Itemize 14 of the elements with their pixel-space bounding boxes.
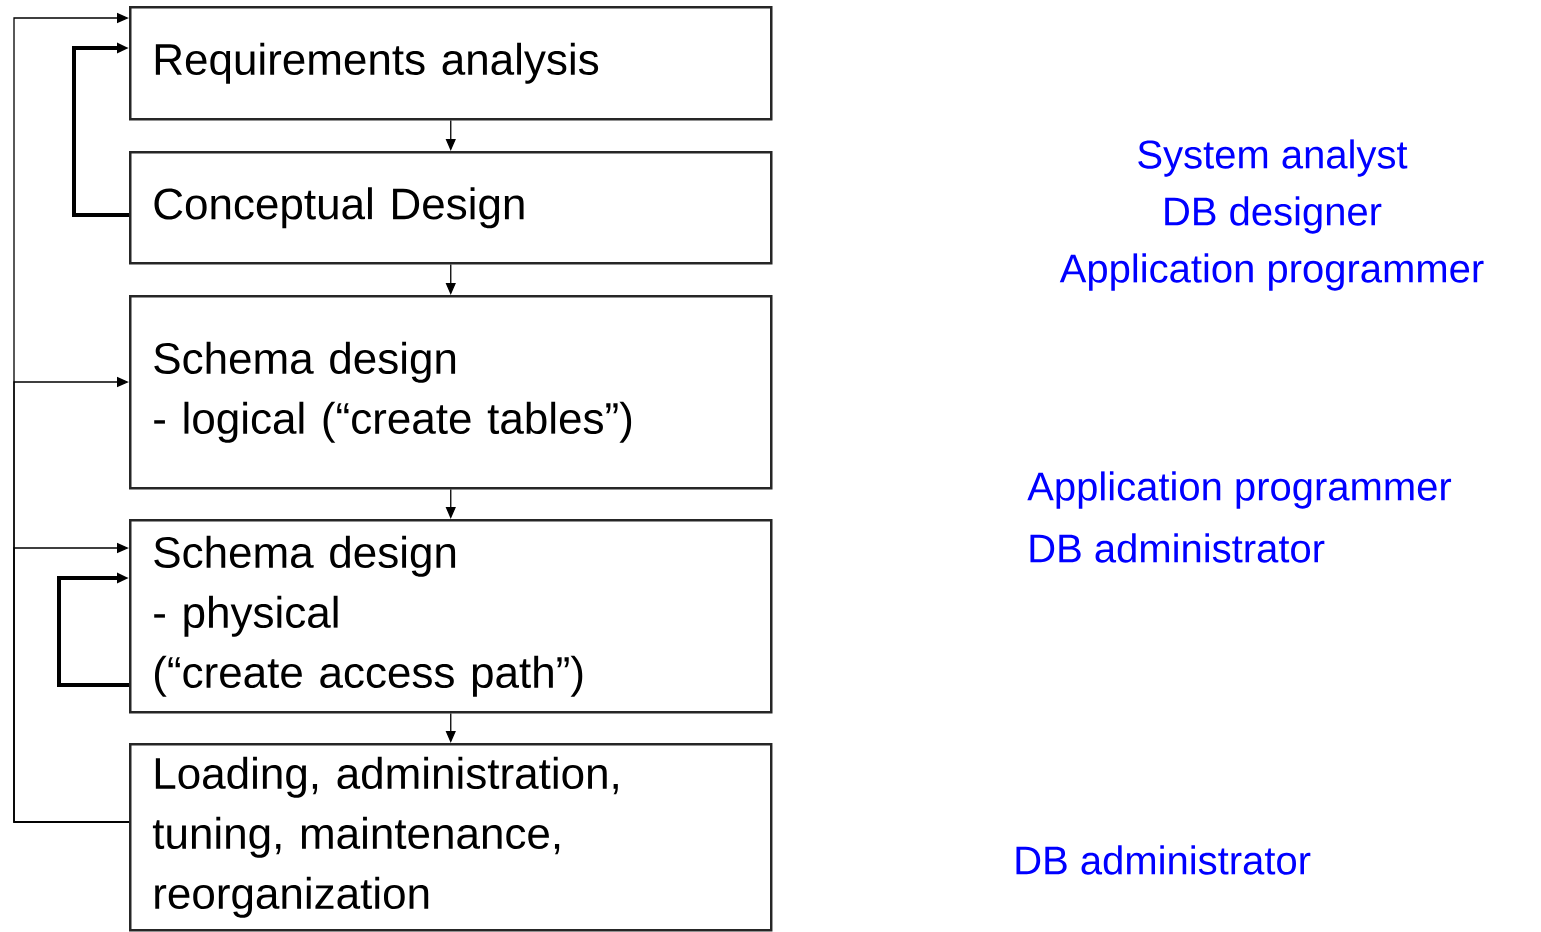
role-label: DB administrator <box>1030 533 1325 563</box>
process-box: Schema design - logical (“create tables”) <box>129 295 773 490</box>
arrow <box>13 542 130 823</box>
process-box: Conceptual Design <box>129 151 773 265</box>
role-label: DB administrator <box>1016 845 1311 875</box>
role-label: Application programmer <box>1027 471 1452 509</box>
arrow <box>72 42 129 217</box>
role-label: DB designer <box>1165 196 1382 234</box>
role-label: System analyst <box>1138 139 1408 177</box>
role-label: Application programmer <box>1059 253 1484 291</box>
arrow <box>57 572 129 687</box>
process-box: Schema design - physical (“create access path”) <box>129 519 773 714</box>
process-box: Requirements analysis <box>129 6 773 121</box>
process-box: Loading, administration, tuning, maintenance, reorganization <box>129 743 773 932</box>
